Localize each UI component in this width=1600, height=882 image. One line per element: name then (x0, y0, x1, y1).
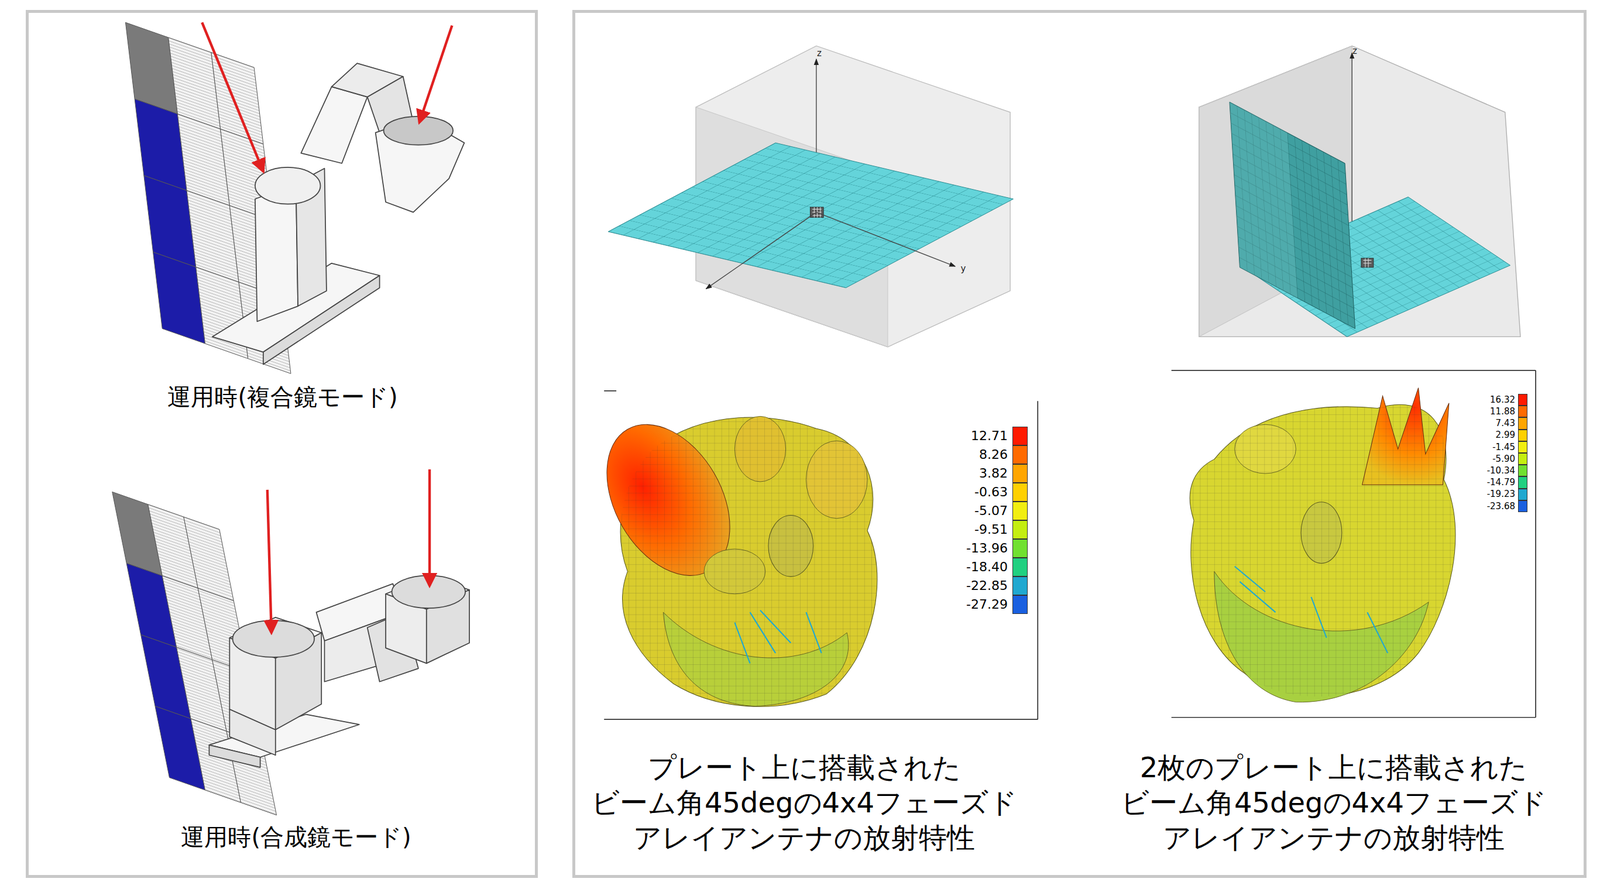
satellite-illustration-part (419, 25, 453, 123)
radiation-pattern-plot-part (734, 610, 822, 664)
colorbar-swatch (1012, 520, 1028, 539)
plate-model-3d-part (608, 142, 1014, 288)
colorbar-value: -13.96 (966, 541, 1008, 556)
colorbar-value: 3.82 (979, 466, 1008, 481)
two-plate-model-3d-part (1199, 45, 1521, 337)
plate-model-3d-part (816, 212, 956, 267)
satellite-illustration-part (201, 22, 264, 172)
colorbar-swatch (1012, 464, 1028, 483)
colorbar-swatch (1518, 417, 1528, 429)
illustration-shape (112, 22, 1536, 815)
two-plate-model-3d-part (1229, 101, 1355, 329)
colorbar-swatch (1012, 445, 1028, 465)
colorbar-value: 7.43 (1495, 418, 1516, 429)
satellite-illustration-part-part (208, 744, 260, 768)
colorbar-value: -19.23 (1487, 489, 1516, 500)
two-plate-model-3d-part (1361, 258, 1374, 268)
satellite-illustration-part (267, 489, 272, 633)
radiation-pattern-plot (1171, 370, 1536, 718)
caption-text: 運用時(複合鏡モード) (167, 382, 398, 412)
colorbar-swatch (1012, 576, 1028, 596)
caption-text: プレート上に搭載された ビーム角45degの4x4フェーズド アレイアンテナの放… (575, 749, 1033, 856)
plate-model-3d-part-part (608, 142, 1014, 288)
satellite-illustration-part-part (255, 167, 321, 205)
colorbar-swatch (1012, 501, 1028, 521)
satellite-illustration-part (208, 575, 470, 768)
colorbar-swatch (1518, 429, 1528, 442)
colorbar-value: 11.88 (1489, 406, 1516, 417)
colorbar-swatch (1518, 500, 1528, 513)
radiation-pattern-plot-part (1037, 400, 1039, 720)
satellite-illustration-part-part (383, 116, 454, 146)
colorbar-swatch (1012, 595, 1028, 614)
two-plate-model-3d (1199, 45, 1521, 337)
colorbar-value: -23.68 (1487, 501, 1516, 512)
colorbar-swatch (1518, 488, 1528, 501)
colorbar-swatch (1012, 538, 1028, 558)
radiation-pattern-plot-part (603, 390, 617, 392)
two-plate-model-3d-part-part (1229, 101, 1355, 329)
satellite-illustration (125, 22, 465, 374)
satellite-illustration-part-part (125, 22, 178, 114)
radiation-pattern-plot (581, 390, 1038, 720)
radiation-pattern-plot-part (620, 417, 878, 707)
colorbar-value: -0.63 (974, 485, 1008, 500)
colorbar-swatch (1012, 426, 1028, 446)
radiation-pattern-plot-part (1189, 404, 1456, 697)
plate-model-3d (608, 45, 1014, 347)
colorbar-swatch (1518, 441, 1528, 453)
radiation-pattern-plot-part (1189, 404, 1456, 697)
colorbar-value: -10.34 (1487, 465, 1516, 476)
radiation-pattern-plot-part (1171, 369, 1536, 372)
colorbar-value: -5.90 (1492, 454, 1516, 465)
colorbar-swatch (1518, 464, 1528, 477)
colorbar-swatch (1518, 393, 1528, 406)
satellite-illustration-part-part (183, 516, 234, 601)
colorbar-value: -1.45 (1492, 442, 1516, 453)
satellite-illustration (112, 469, 470, 816)
caption-text: 2枚のプレート上に搭載された ビーム角45degの4x4フェーズド アレイアンテ… (1105, 749, 1562, 856)
colorbar-value: -5.07 (974, 503, 1008, 518)
satellite-illustration-part-part (300, 86, 367, 164)
two-plate-model-3d-part (1362, 258, 1372, 268)
radiation-pattern-plot-part (603, 718, 1038, 720)
plate-model-3d-part (706, 212, 817, 290)
radiation-pattern-plot-part (1234, 566, 1389, 654)
two-plate-model-3d-part-part (1229, 101, 1298, 298)
colorbar-swatch (1012, 482, 1028, 502)
axis-label: z (816, 49, 822, 58)
colorbar-value: 8.26 (979, 447, 1008, 462)
colorbar-value: -22.85 (966, 578, 1008, 593)
colorbar-value: 2.99 (1495, 430, 1516, 441)
panel-frame: 運用時(複合鏡モード) 運用時(合成鏡モード) (25, 9, 538, 878)
caption-text: 運用時(合成鏡モード) (180, 822, 411, 852)
radiation-pattern-plot-part (1171, 716, 1536, 719)
axis-label: z (1352, 46, 1358, 56)
colorbar-value: -18.40 (966, 560, 1008, 575)
colorbar-value: 16.32 (1489, 395, 1516, 405)
colorbar-swatch (1518, 452, 1528, 465)
colorbar-swatch (1012, 557, 1028, 577)
radiation-pattern-plot-part (620, 417, 878, 707)
satellite-illustration-part (428, 469, 431, 586)
colorbar-value: -14.79 (1487, 477, 1516, 488)
colorbar-value: -27.29 (966, 597, 1008, 612)
colorbar-value: -9.51 (974, 522, 1008, 537)
panel-frame: プレート上に搭載された ビーム角45degの4x4フェーズド アレイアンテナの放… (572, 9, 1587, 878)
satellite-illustration-part-part (232, 620, 315, 658)
satellite-illustration-part (212, 63, 465, 365)
axis-label: y (960, 264, 967, 274)
radiation-pattern-plot-part (1535, 370, 1537, 718)
colorbar-value: 12.71 (970, 428, 1008, 444)
colorbar-swatch (1518, 476, 1528, 489)
colorbar-swatch (1518, 405, 1528, 418)
